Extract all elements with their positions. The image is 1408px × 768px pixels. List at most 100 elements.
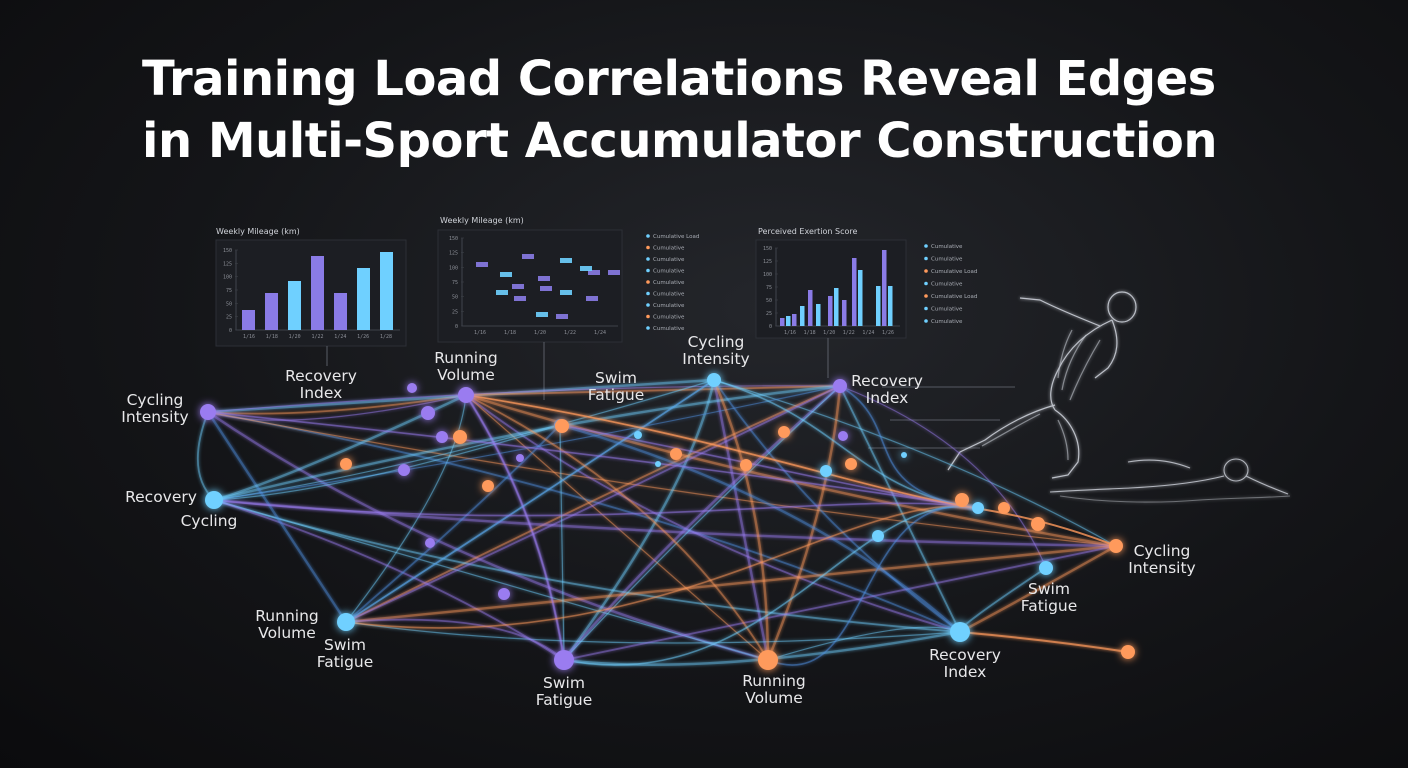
x-tick-label: 1/22 <box>564 330 576 336</box>
network-node <box>554 650 574 670</box>
legend-entry: Cumulative <box>931 244 963 250</box>
network-node <box>901 452 907 458</box>
node-label-line: Fatigue <box>536 691 593 709</box>
bar-2 <box>265 293 278 330</box>
exertion-bar <box>834 288 839 326</box>
node-label-line: Intensity <box>682 350 749 368</box>
network-node <box>838 431 848 441</box>
exertion-bar <box>882 250 887 326</box>
exertion-bar <box>792 314 797 326</box>
network-node <box>398 464 410 476</box>
edge <box>213 385 841 501</box>
bar-7 <box>380 252 393 330</box>
node-label-line: Cycling <box>1134 542 1191 560</box>
network-node <box>205 491 223 509</box>
network-node <box>758 650 778 670</box>
exertion-bar <box>888 286 893 326</box>
edge <box>207 411 1117 547</box>
bar-5 <box>334 293 347 330</box>
edge <box>465 385 841 396</box>
edge <box>559 424 565 661</box>
network-node <box>820 465 832 477</box>
edge <box>207 411 769 662</box>
edge <box>839 385 1047 569</box>
node-label-line: Intensity <box>1128 559 1195 577</box>
runner-torso <box>1050 319 1113 411</box>
y-tick-label: 100 <box>449 265 458 271</box>
legend-swatch <box>924 281 928 286</box>
exertion-bar <box>808 290 813 326</box>
swimmer-head <box>1223 458 1249 482</box>
node-label-line: Intensity <box>121 408 188 426</box>
network-node <box>1121 645 1135 659</box>
network-node <box>740 459 752 471</box>
range-mark <box>556 314 568 319</box>
range-mark <box>580 266 592 271</box>
node-label-line: Cycling <box>688 333 745 351</box>
node-label-line: Index <box>300 384 343 402</box>
y-tick-label: 50 <box>452 295 458 301</box>
x-tick-label: 1/24 <box>862 330 874 336</box>
node-label-line: Swim <box>1028 580 1070 598</box>
range-mark <box>538 276 550 281</box>
network-node <box>998 502 1010 514</box>
network-node <box>634 431 642 439</box>
edges-layer <box>197 378 1129 666</box>
network-node <box>453 430 467 444</box>
y-tick-label: 50 <box>226 301 232 307</box>
edge <box>465 394 769 661</box>
network-node <box>670 448 682 460</box>
edge <box>767 626 961 661</box>
edge <box>207 385 841 413</box>
network-node <box>845 458 857 470</box>
legend-entry: Cumulative Load <box>931 294 977 300</box>
node-label-line: Running <box>255 607 319 625</box>
edge <box>563 630 961 666</box>
swimmer-arm <box>1245 475 1289 495</box>
network-node <box>482 480 494 492</box>
exertion-bar <box>876 286 881 326</box>
legend-swatch <box>924 269 928 273</box>
edge <box>197 411 215 501</box>
legend-swatch <box>646 234 650 238</box>
y-tick-label: 25 <box>226 315 232 321</box>
x-tick-label: 1/20 <box>823 330 835 336</box>
y-tick-label: 25 <box>766 311 772 317</box>
range-mark <box>512 284 524 289</box>
legend-entry: Cumulative <box>653 280 685 286</box>
edge <box>207 411 976 509</box>
legend-swatch <box>646 326 650 330</box>
edge <box>345 618 565 661</box>
node-label-line: Index <box>944 663 987 681</box>
x-tick-label: 1/20 <box>534 330 546 336</box>
node-label: Recovery <box>125 488 197 506</box>
edge <box>959 631 1129 653</box>
legend-swatch <box>924 294 928 298</box>
edge <box>213 499 961 633</box>
node-label-line: Recovery <box>929 646 1001 664</box>
network-node <box>200 404 216 420</box>
x-tick-label: 1/18 <box>504 330 516 336</box>
edge <box>206 411 348 623</box>
runner-front-leg <box>1051 409 1080 479</box>
range-mark <box>476 262 488 267</box>
edge <box>345 544 1117 624</box>
bar-3 <box>288 281 301 330</box>
edge <box>465 394 976 509</box>
runner-back-leg <box>947 404 1056 471</box>
x-tick-label: 1/16 <box>784 330 796 336</box>
node-label-line: Fatigue <box>1021 597 1078 615</box>
edge <box>959 544 1117 634</box>
edge <box>345 385 841 623</box>
edge <box>213 499 769 661</box>
edge <box>559 423 961 633</box>
node-label-line: Recovery <box>285 367 357 385</box>
node-label: Cycling <box>181 512 238 530</box>
exertion-chart-title: Perceived Exertion Score <box>758 227 858 236</box>
node-label-line: Fatigue <box>317 653 374 671</box>
